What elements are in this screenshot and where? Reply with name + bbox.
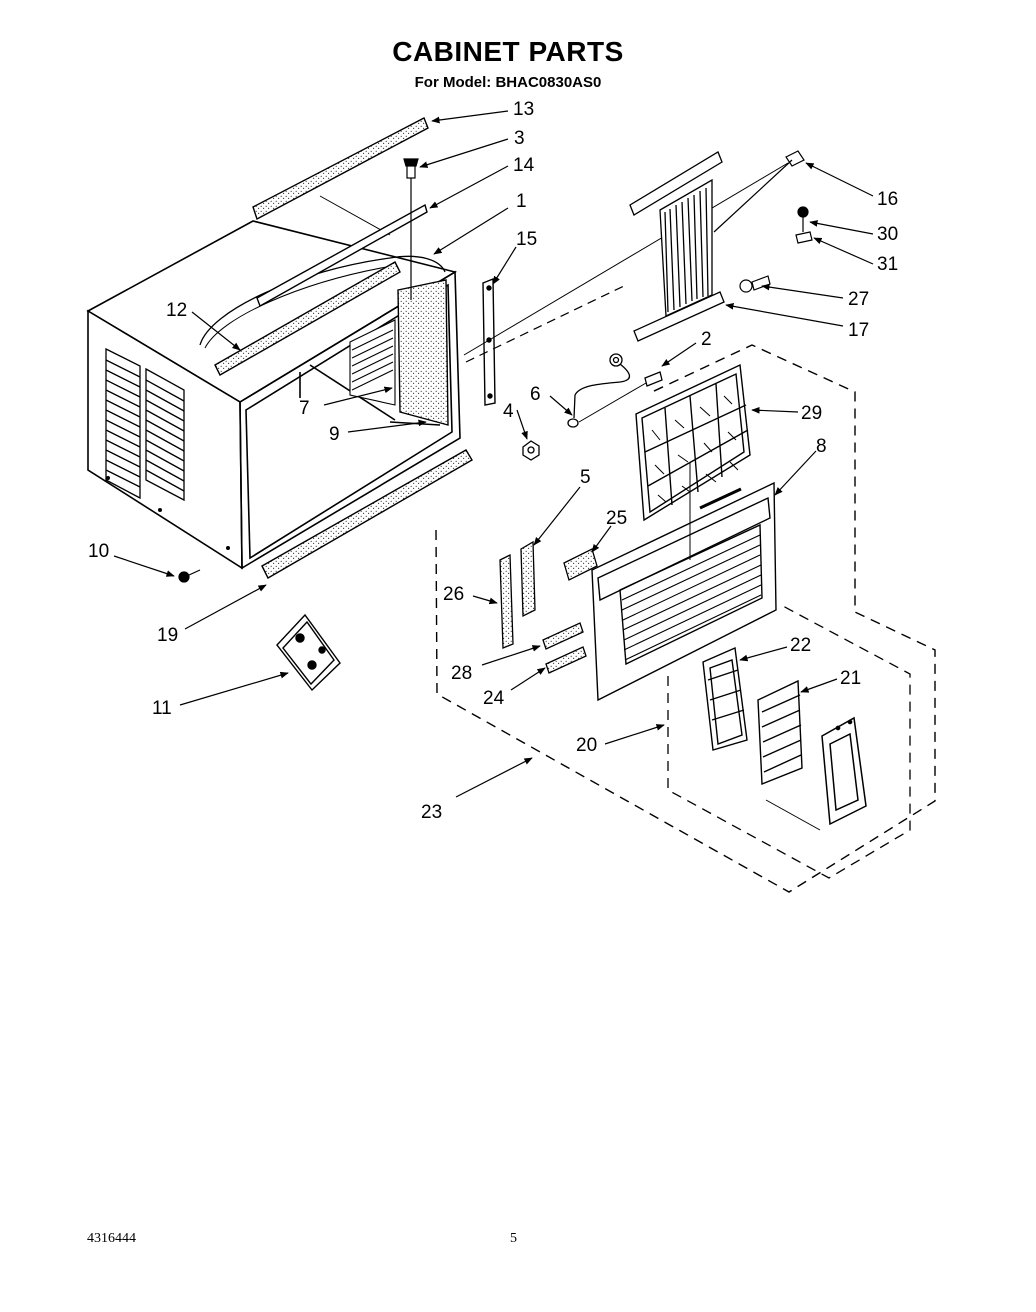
label-16: 16 [877, 189, 898, 210]
label-12: 12 [166, 300, 187, 321]
page-number: 5 [510, 1231, 517, 1246]
label-4: 4 [503, 401, 514, 422]
document-number: 4316444 [87, 1231, 136, 1246]
control-frame [821, 716, 867, 826]
label-17: 17 [848, 320, 869, 341]
label-22: 22 [790, 635, 811, 656]
label-15: 15 [516, 229, 537, 250]
label-27: 27 [848, 289, 869, 310]
page-title: CABINET PARTS [392, 36, 624, 67]
label-31: 31 [877, 254, 898, 275]
label-23: 23 [421, 802, 442, 823]
clip-31 [795, 231, 813, 244]
label-11: 11 [152, 698, 172, 719]
label-24: 24 [483, 688, 505, 709]
gasket-rod [199, 255, 446, 346]
label-9: 9 [329, 424, 340, 445]
inner-coil [349, 319, 396, 406]
screw-30 [797, 206, 809, 232]
label-19: 19 [157, 625, 178, 646]
label-3: 3 [514, 128, 525, 149]
pad-25 [563, 548, 598, 581]
foam-strip-5 [520, 540, 536, 618]
foam-block-28 [542, 622, 584, 650]
front-grille [591, 462, 777, 702]
side-curtain [629, 151, 725, 342]
label-25: 25 [606, 508, 627, 529]
top-channel [256, 203, 428, 308]
mounting-bracket [276, 613, 341, 692]
model-subtitle: For Model: BHAC0830AS0 [414, 74, 602, 91]
screw-3 [403, 158, 419, 300]
control-housing-21 [757, 679, 803, 786]
label-26: 26 [443, 584, 464, 605]
label-1: 1 [516, 191, 527, 212]
label-7: 7 [299, 398, 310, 419]
side-bracket [482, 277, 496, 406]
nut-4 [522, 440, 540, 461]
leader-lines [113, 110, 874, 798]
label-30: 30 [877, 224, 898, 245]
air-filter [635, 363, 751, 522]
label-21: 21 [840, 668, 861, 689]
fastener-27 [739, 275, 771, 293]
side-insulation [397, 279, 449, 426]
screw-16 [713, 150, 805, 233]
control-group-boundary [667, 604, 911, 879]
control-bracket-22 [702, 646, 748, 751]
foam-block-24 [545, 646, 587, 674]
grille-assembly-boundary [435, 344, 936, 893]
label-6: 6 [530, 384, 541, 405]
label-29: 29 [801, 403, 822, 424]
screw-10 [178, 569, 201, 583]
side-louvers [105, 347, 185, 502]
guide-lines [463, 162, 789, 423]
label-20: 20 [576, 735, 597, 756]
label-5: 5 [580, 467, 591, 488]
foam-strip-26 [499, 553, 514, 649]
top-foam-strip [214, 261, 401, 376]
ground-wire [567, 353, 663, 428]
callout-labels: 13 3 14 1 15 16 30 31 27 17 2 6 4 29 8 5… [88, 99, 898, 823]
label-8: 8 [816, 436, 827, 457]
label-14: 14 [513, 155, 535, 176]
label-2: 2 [701, 329, 712, 350]
bottom-foam-strip [261, 449, 473, 579]
label-28: 28 [451, 663, 472, 684]
top-rail [252, 117, 429, 221]
label-10: 10 [88, 541, 109, 562]
label-13: 13 [513, 99, 534, 120]
